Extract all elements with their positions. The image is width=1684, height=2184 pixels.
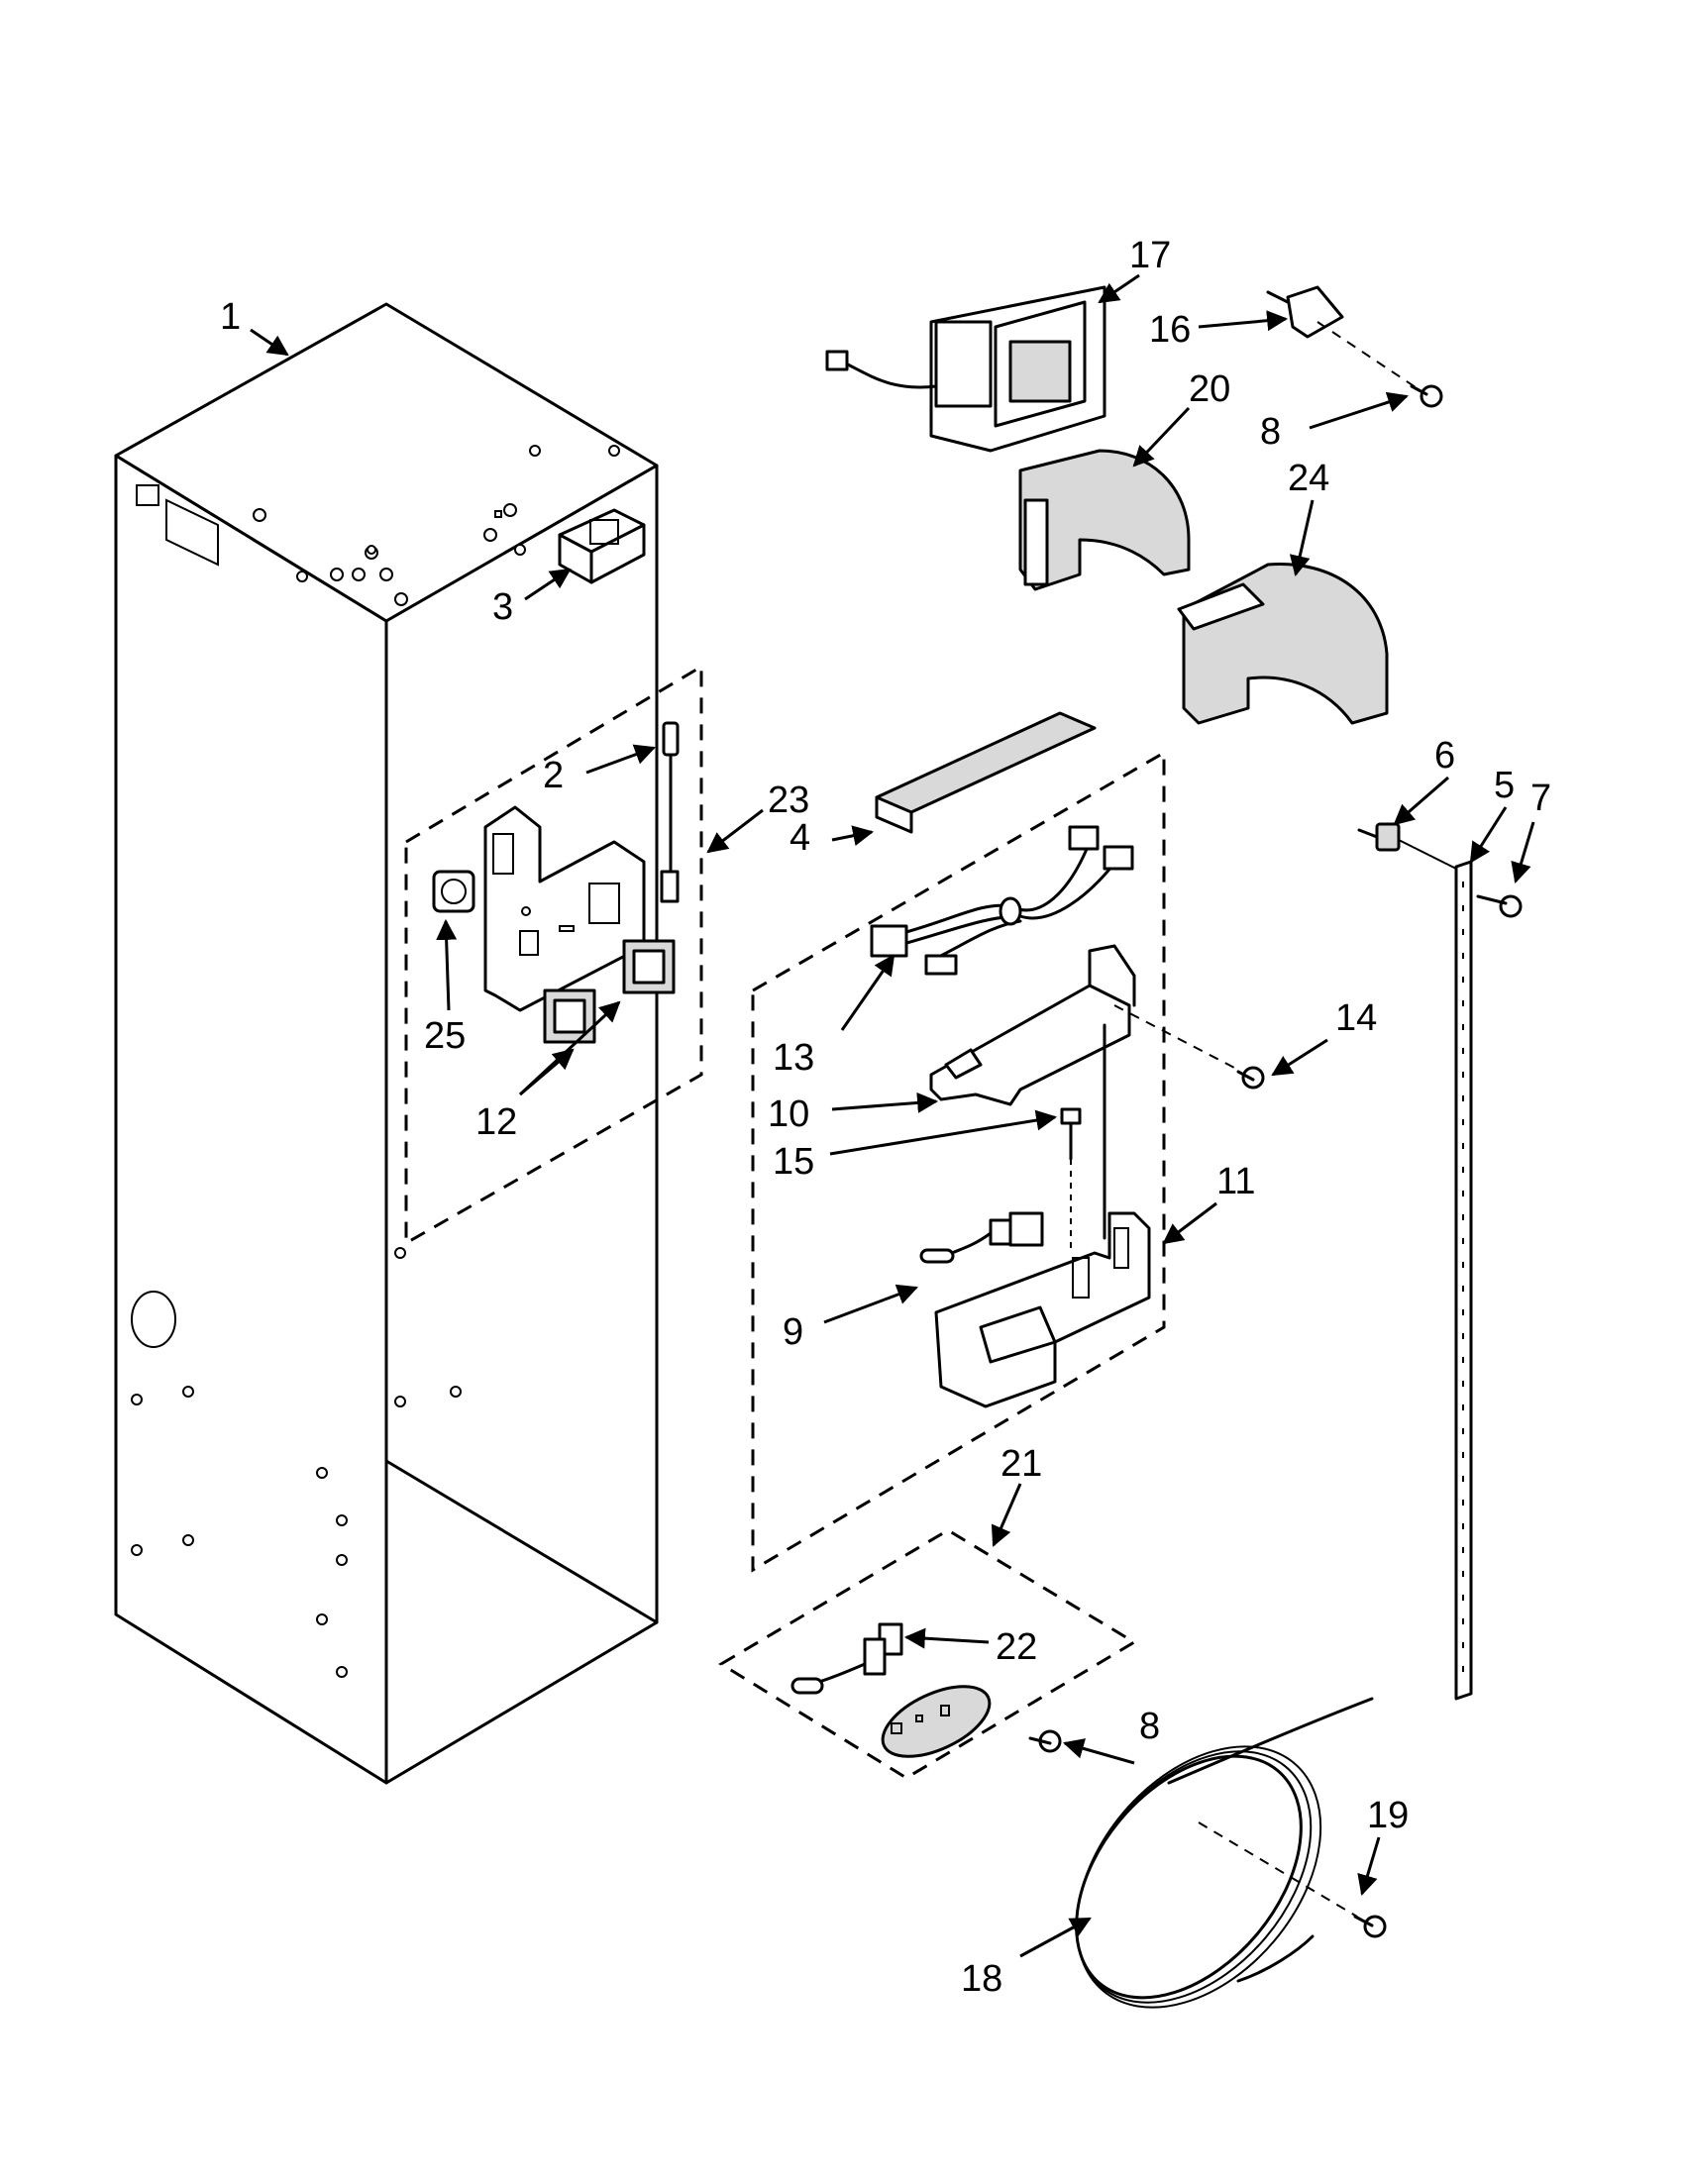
part-3-housing [558,508,646,584]
callout-21: 21 [1000,1443,1042,1485]
part-17-light [825,285,1106,453]
part-2-harness [660,721,680,903]
group-21-outline [718,1528,1137,1780]
part-22-thermistor [790,1622,903,1695]
callout-22: 22 [996,1626,1037,1668]
callout-2: 2 [543,755,564,796]
part-7-screw [1476,894,1523,918]
part-12-bezels [543,939,676,1044]
part-24-cover [1177,563,1389,725]
callout-5: 5 [1494,765,1515,806]
part-8-lower-screw [1028,1729,1062,1753]
callout-9: 9 [783,1311,803,1353]
callout-8-upper: 8 [1260,411,1281,453]
part-20-shield [1018,449,1191,591]
part-4-strip [875,711,1097,834]
callout-12: 12 [475,1101,517,1143]
part-5-rail [1454,860,1473,1701]
group-11-outline [751,750,1166,1573]
callout-14: 14 [1335,997,1377,1039]
part-19-screw [1353,1915,1387,1938]
callout-20: 20 [1189,368,1230,410]
control-bracket [483,805,646,1012]
callout-23: 23 [768,780,809,821]
part-8-upper-screw [1316,321,1443,408]
callout-13: 13 [773,1037,814,1079]
callout-24: 24 [1288,458,1329,499]
part-9-thermistor [919,1211,1044,1264]
callout-19: 19 [1367,1795,1409,1836]
callout-7: 7 [1530,778,1551,819]
callout-4: 4 [789,817,810,859]
callout-labels: 1 2 3 4 5 6 7 8 8 9 10 11 12 13 14 15 16… [220,235,1551,2000]
callout-18: 18 [961,1958,1002,2000]
control-badge [881,1685,992,1758]
part-14-screw [1113,1004,1265,1090]
part-16-clip [1266,285,1344,339]
callout-15: 15 [773,1141,814,1183]
callout-1: 1 [220,296,241,338]
callout-3: 3 [492,586,513,628]
group-23-outline [404,664,703,1246]
part-15-screw [1060,1023,1106,1248]
part-18-tubing [1075,1697,1374,2009]
callout-8-lower: 8 [1139,1706,1160,1747]
leader-lines [250,273,1535,1958]
callout-11: 11 [1216,1161,1255,1202]
callout-25: 25 [424,1015,466,1057]
callout-10: 10 [768,1093,809,1135]
part-1-cabinet [114,302,659,1785]
callout-16: 16 [1149,309,1191,351]
callout-6: 6 [1434,735,1455,777]
part-11-housing [934,1211,1151,1408]
part-25-knob [432,870,475,913]
callout-17: 17 [1129,235,1171,276]
part-6-clip [1357,822,1457,870]
